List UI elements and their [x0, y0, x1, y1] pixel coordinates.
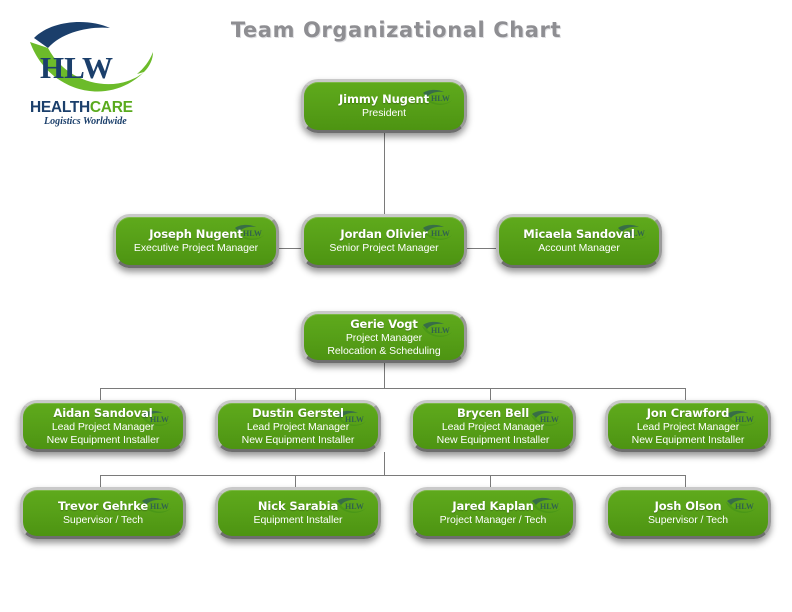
connector-jordan-to-micaela	[466, 248, 499, 249]
node-account-manager[interactable]: HLW Micaela Sandoval Account Manager	[496, 214, 662, 268]
node-title-line-2: New Equipment Installer	[631, 433, 745, 446]
node-name: Gerie Vogt	[350, 316, 418, 331]
hlw-swoosh-logo	[30, 22, 153, 92]
node-staff-4[interactable]: HLW Josh Olson Supervisor / Tech	[605, 487, 771, 539]
node-staff-3[interactable]: HLW Jared Kaplan Project Manager / Tech	[410, 487, 576, 539]
node-title-line-1: Executive Project Manager	[133, 242, 259, 254]
node-president[interactable]: HLW Jimmy Nugent President	[301, 79, 467, 133]
svg-text:HLW: HLW	[431, 94, 450, 103]
node-name: Nick Sarabia	[257, 499, 339, 513]
connector-bus-to-lead4	[685, 388, 686, 400]
bus-leads-row	[100, 388, 686, 389]
node-lead-project-manager-4[interactable]: HLW Jon Crawford Lead Project Manager Ne…	[605, 400, 771, 452]
node-name: Joseph Nugent	[149, 227, 243, 241]
node-title-line-1: Lead Project Manager	[441, 420, 545, 433]
connector-president-to-senior-pm	[384, 133, 385, 218]
node-title-line-1: President	[362, 107, 406, 119]
svg-text:HLW: HLW	[431, 229, 450, 238]
page-title: Team Organizational Chart	[230, 18, 562, 42]
node-name: Dustin Gerstel	[252, 405, 344, 420]
connector-bus-to-staff3	[490, 475, 491, 487]
node-lead-project-manager-2[interactable]: HLW Dustin Gerstel Lead Project Manager …	[215, 400, 381, 452]
node-name: Trevor Gehrke	[57, 499, 149, 513]
node-executive-project-manager[interactable]: HLW Joseph Nugent Executive Project Mana…	[113, 214, 279, 268]
node-name: Jon Crawford	[646, 405, 730, 420]
node-name: Josh Olson	[654, 499, 722, 513]
node-title-line-2: New Equipment Installer	[241, 433, 355, 446]
connector-bus-to-lead2	[295, 388, 296, 400]
logo-care-word: CARE	[89, 99, 133, 116]
logo-healthcare-text: HEALTHCARE	[30, 100, 133, 116]
node-title-line-1: Lead Project Manager	[51, 420, 155, 433]
node-title-line-1: Equipment Installer	[253, 514, 343, 526]
connector-bus-to-staff4	[685, 475, 686, 487]
bus-staff-row	[100, 475, 686, 476]
node-title-line-1: Supervisor / Tech	[647, 514, 729, 526]
svg-text:HLW: HLW	[540, 502, 559, 511]
node-title-line-2: New Equipment Installer	[436, 433, 550, 446]
company-logo: HLW HEALTHCARE Logistics Worldwide	[22, 14, 162, 130]
hlw-watermark-icon: HLW	[422, 321, 452, 337]
node-title-line-2: Relocation & Scheduling	[327, 344, 441, 357]
node-project-manager-relocation[interactable]: HLW Gerie Vogt Project Manager Relocatio…	[301, 311, 467, 363]
node-lead-project-manager-3[interactable]: HLW Brycen Bell Lead Project Manager New…	[410, 400, 576, 452]
connector-pm-to-leads-bus	[384, 362, 385, 389]
node-name: Micaela Sandoval	[523, 227, 635, 241]
connector-bus-to-lead3	[490, 388, 491, 400]
node-title-line-1: Lead Project Manager	[246, 420, 350, 433]
svg-text:HLW: HLW	[150, 502, 169, 511]
node-name: Jordan Olivier	[340, 227, 428, 241]
node-title-line-1: Account Manager	[538, 242, 620, 254]
logo-health-word: HEALTH	[30, 99, 90, 116]
node-senior-project-manager[interactable]: HLW Jordan Olivier Senior Project Manage…	[301, 214, 467, 268]
node-name: Jared Kaplan	[452, 499, 534, 513]
node-lead-project-manager-1[interactable]: HLW Aidan Sandoval Lead Project Manager …	[20, 400, 186, 452]
node-title-line-1: Project Manager	[345, 331, 423, 344]
node-title-line-1: Supervisor / Tech	[62, 514, 144, 526]
svg-text:HLW: HLW	[243, 229, 262, 238]
connector-bus-to-staff2	[295, 475, 296, 487]
node-name: Brycen Bell	[456, 405, 530, 420]
svg-text:HLW: HLW	[345, 502, 364, 511]
connector-joseph-to-jordan	[271, 248, 304, 249]
node-title-line-1: Lead Project Manager	[636, 420, 740, 433]
hlw-watermark-icon: HLW	[726, 497, 756, 513]
node-staff-1[interactable]: HLW Trevor Gehrke Supervisor / Tech	[20, 487, 186, 539]
node-name: Aidan Sandoval	[53, 405, 153, 420]
logo-brand-text: HLW	[40, 50, 113, 85]
logo-tagline: Logistics Worldwide	[44, 116, 127, 127]
connector-bus-to-lead1	[100, 388, 101, 400]
node-title-line-2: New Equipment Installer	[46, 433, 160, 446]
node-staff-2[interactable]: HLW Nick Sarabia Equipment Installer	[215, 487, 381, 539]
node-title-line-1: Senior Project Manager	[329, 242, 439, 254]
node-name: Jimmy Nugent	[338, 92, 429, 106]
svg-text:HLW: HLW	[431, 326, 450, 335]
connector-leads-to-staff-bus	[384, 452, 385, 476]
svg-text:HLW: HLW	[735, 502, 754, 511]
node-title-line-1: Project Manager / Tech	[439, 514, 547, 526]
connector-bus-to-staff1	[100, 475, 101, 487]
